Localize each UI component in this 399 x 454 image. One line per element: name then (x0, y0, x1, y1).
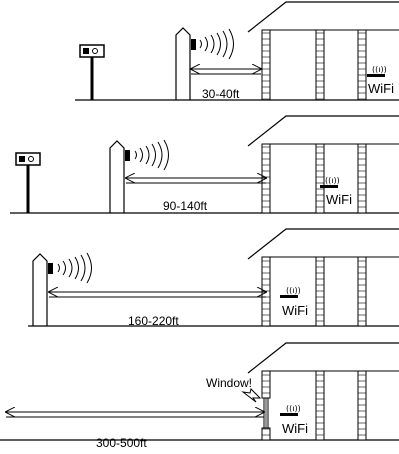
wifi-router-icon: ((ı)) (280, 404, 301, 416)
signal-waves-icon (199, 28, 234, 60)
callout-arrow-icon (241, 388, 262, 403)
svg-text:((ı)): ((ı)) (372, 65, 387, 74)
distance-label: 30-40ft (202, 87, 240, 101)
receiver-box-icon (79, 44, 105, 100)
panel-1: 30-40ft ((ı)) WiFi (75, 1, 399, 101)
receiver-box-icon (15, 152, 41, 213)
wifi-label: WiFi (326, 192, 352, 207)
svg-text:((ı)): ((ı)) (286, 404, 301, 413)
svg-text:((ı)): ((ı)) (325, 176, 340, 185)
distance-label: 300-500ft (96, 436, 147, 450)
panel-2: 90-140ft ((ı)) WiFi (10, 115, 399, 214)
wifi-label: WiFi (282, 421, 308, 436)
wifi-label: WiFi (282, 303, 308, 318)
signal-waves-icon (134, 139, 169, 171)
wifi-router-icon: ((ı)) (367, 65, 387, 77)
panel-3: 160-220ft ((ı)) WiFi (28, 228, 399, 328)
wifi-router-icon: ((ı)) (280, 286, 301, 298)
distance-label: 160-220ft (128, 314, 179, 328)
signal-waves-icon (57, 252, 92, 284)
window-callout: Window! (206, 376, 252, 390)
panel-4: Window! 300-500ft ((ı)) WiFi (0, 342, 399, 450)
distance-label: 90-140ft (163, 199, 208, 213)
svg-text:((ı)): ((ı)) (286, 286, 301, 295)
wifi-label: WiFi (368, 81, 394, 96)
window-icon (263, 397, 269, 429)
wifi-router-icon: ((ı)) (320, 176, 340, 188)
